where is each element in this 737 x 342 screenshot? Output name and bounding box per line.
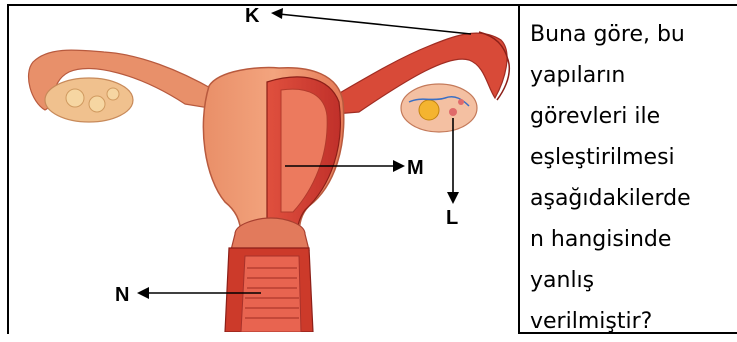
question-text: Buna göre, bu yapıların görevleri ile eş… bbox=[530, 14, 735, 342]
question-line: görevleri ile bbox=[530, 96, 735, 137]
question-line: yanlış bbox=[530, 260, 735, 301]
reproductive-system-diagram: K L M N bbox=[9, 6, 517, 332]
arrow-l bbox=[447, 192, 459, 204]
arrow-k bbox=[271, 8, 283, 19]
question-line: Buna göre, bu bbox=[530, 14, 735, 55]
question-line: verilmiştir? bbox=[530, 301, 735, 342]
arrow-n bbox=[137, 287, 149, 299]
ovarian-follicle bbox=[419, 100, 439, 120]
label-n: N bbox=[115, 284, 129, 306]
question-line: aşağıdakilerde bbox=[530, 178, 735, 219]
arrow-m bbox=[393, 160, 405, 172]
question-line: n hangisinde bbox=[530, 219, 735, 260]
label-l: L bbox=[446, 207, 458, 229]
question-line: eşleştirilmesi bbox=[530, 137, 735, 178]
question-cell: Buna göre, bu yapıların görevleri ile eş… bbox=[518, 4, 737, 334]
question-line: yapıların bbox=[530, 55, 735, 96]
label-m: M bbox=[407, 157, 424, 179]
label-k: K bbox=[245, 6, 260, 27]
left-ovary bbox=[45, 78, 133, 122]
